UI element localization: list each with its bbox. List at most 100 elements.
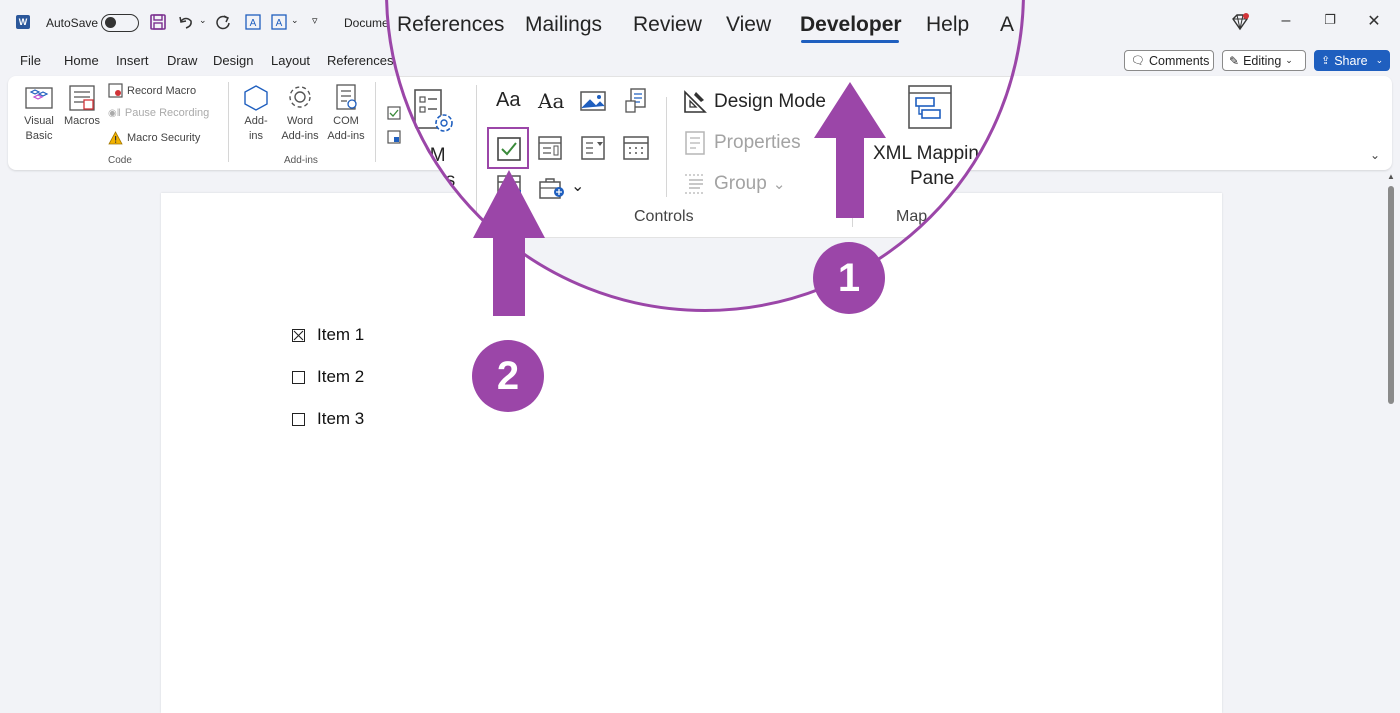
rich-text-control-icon[interactable]: Aa bbox=[496, 89, 521, 111]
step-badge-1: 1 bbox=[813, 242, 885, 314]
tab-help[interactable]: Help bbox=[926, 13, 970, 36]
tab-file[interactable]: File bbox=[20, 53, 41, 68]
com-add-ins-button[interactable]: COM Add-ins bbox=[324, 82, 368, 144]
comment-icon: 🗨 bbox=[1131, 55, 1145, 67]
tab-home[interactable]: Home bbox=[64, 53, 99, 68]
legacy-tools-dropdown-icon[interactable]: ⌄ bbox=[571, 178, 585, 195]
tab-developer[interactable]: Developer bbox=[800, 13, 902, 36]
share-icon: ⇪ bbox=[1321, 55, 1331, 67]
restore-icon[interactable]: ❐ bbox=[1324, 12, 1336, 27]
add-ins-icon bbox=[244, 85, 268, 111]
add-ins-label: Add-ins bbox=[244, 115, 268, 142]
checkbox-unchecked[interactable] bbox=[292, 370, 305, 384]
style-dropdown-icon[interactable]: ⌄ bbox=[291, 15, 299, 25]
ribbon-separator bbox=[476, 85, 477, 225]
undo-icon[interactable] bbox=[178, 14, 194, 30]
list-item: Item 3 bbox=[292, 409, 364, 429]
com-add-ins-icon[interactable] bbox=[411, 87, 457, 139]
ribbon-separator bbox=[666, 97, 667, 197]
share-label: Share bbox=[1334, 53, 1368, 68]
tab-references[interactable]: References bbox=[327, 53, 394, 68]
scroll-thumb[interactable] bbox=[1388, 186, 1394, 404]
macros-label: Macros bbox=[63, 115, 101, 127]
undo-dropdown-icon[interactable]: ⌄ bbox=[199, 15, 207, 25]
save-icon[interactable] bbox=[150, 14, 166, 30]
properties-button: Properties bbox=[684, 130, 801, 156]
redo-icon[interactable] bbox=[215, 14, 231, 30]
magnifier-callout: References Mailings Review View Develope… bbox=[385, 0, 1025, 312]
plain-text-control-icon[interactable]: Aa bbox=[538, 89, 565, 113]
toggle-knob bbox=[105, 17, 116, 28]
close-icon[interactable]: ✕ bbox=[1367, 13, 1381, 30]
chevron-down-icon: ⌄ bbox=[772, 176, 786, 193]
diamond-icon[interactable] bbox=[1230, 13, 1250, 31]
tab-view[interactable]: View bbox=[726, 13, 772, 36]
tab-insert[interactable]: Insert bbox=[116, 53, 149, 68]
drop-down-list-control-icon[interactable] bbox=[580, 135, 606, 161]
item-label: Item 1 bbox=[317, 325, 365, 344]
record-macro-label: Record Macro bbox=[127, 84, 197, 97]
tab-layout[interactable]: Layout bbox=[271, 53, 311, 68]
item-label: Item 2 bbox=[317, 367, 365, 386]
tab-design[interactable]: Design bbox=[213, 53, 254, 68]
comments-button[interactable]: 🗨 Comments bbox=[1124, 50, 1214, 71]
word-add-ins-label: Word Add-ins bbox=[281, 115, 319, 142]
customize-toolbar-icon[interactable]: ▿ bbox=[312, 15, 318, 27]
checkbox-content-control-button[interactable] bbox=[487, 127, 529, 169]
properties-icon bbox=[685, 131, 705, 155]
record-macro-button[interactable]: Record Macro bbox=[108, 83, 196, 98]
add-ins-button[interactable]: Add-ins bbox=[238, 82, 274, 144]
group-label: Group bbox=[714, 173, 767, 194]
ribbon-collapse-icon[interactable]: ⌄ bbox=[1370, 148, 1381, 162]
xml-mapping-label-bottom: Pane bbox=[910, 168, 955, 189]
picture-control-icon[interactable] bbox=[579, 89, 607, 113]
editing-button[interactable]: ✎ Editing ⌄ bbox=[1222, 50, 1306, 71]
visual-basic-button[interactable]: Visual Basic bbox=[18, 82, 60, 144]
checkbox-unchecked[interactable] bbox=[292, 412, 305, 426]
date-picker-control-icon[interactable] bbox=[622, 133, 650, 161]
pause-recording-button: ◉‖ Pause Recording bbox=[108, 107, 209, 119]
xml-mapping-label-top: XML Mappin bbox=[873, 143, 979, 164]
building-block-control-icon[interactable] bbox=[623, 87, 649, 115]
share-button[interactable]: ⇪ Share ⌄ bbox=[1314, 50, 1390, 71]
pause-recording-label: Pause Recording bbox=[124, 107, 210, 119]
autosave-toggle[interactable] bbox=[101, 14, 139, 32]
tab-review[interactable]: Review bbox=[633, 13, 702, 36]
visual-basic-label: Visual Basic bbox=[24, 115, 54, 142]
text-style-icon[interactable]: A bbox=[271, 14, 287, 30]
tab-partial[interactable]: A bbox=[1000, 13, 1015, 36]
list-item: Item 2 bbox=[292, 367, 364, 387]
scroll-up-icon[interactable]: ▲ bbox=[1387, 172, 1395, 181]
text-format-icon[interactable]: A bbox=[245, 14, 261, 30]
tab-mailings[interactable]: Mailings bbox=[525, 13, 603, 36]
xml-mapping-pane-icon[interactable] bbox=[906, 83, 954, 131]
autosave-label: AutoSave bbox=[46, 16, 99, 30]
pause-icon: ◉‖ bbox=[108, 107, 121, 119]
minimize-icon[interactable]: – bbox=[1281, 12, 1291, 29]
tab-references-magnified[interactable]: References bbox=[397, 13, 505, 36]
macro-security-button[interactable]: Macro Security bbox=[108, 131, 200, 145]
visual-basic-icon bbox=[25, 87, 53, 109]
x-mark-icon bbox=[293, 330, 304, 340]
legacy-tools-icon[interactable] bbox=[537, 175, 567, 201]
editing-label: Editing bbox=[1243, 53, 1282, 68]
magnified-tabs: References Mailings Review View Develope… bbox=[385, 0, 1025, 60]
macros-button[interactable]: Macros bbox=[62, 82, 102, 129]
checkbox-checked[interactable] bbox=[292, 328, 305, 342]
vertical-scrollbar[interactable]: ▲ bbox=[1384, 172, 1398, 700]
document-name: Docume bbox=[344, 16, 389, 30]
combo-box-control-icon[interactable] bbox=[537, 135, 563, 161]
design-mode-label: Design Mode bbox=[714, 91, 826, 112]
properties-label: Properties bbox=[714, 132, 801, 153]
design-mode-button[interactable]: Design Mode bbox=[682, 89, 826, 115]
active-tab-underline bbox=[801, 40, 899, 43]
add-ins-group-label: Add-ins bbox=[284, 155, 318, 166]
word-add-ins-button[interactable]: Word Add-ins bbox=[278, 82, 322, 144]
com-add-ins-partial-top: OM bbox=[415, 145, 446, 166]
warning-icon bbox=[108, 131, 123, 145]
design-mode-icon bbox=[684, 90, 707, 113]
macros-icon bbox=[69, 85, 95, 111]
tab-draw[interactable]: Draw bbox=[167, 53, 198, 68]
list-item: Item 1 bbox=[292, 325, 364, 345]
chevron-down-icon: ⌄ bbox=[1375, 55, 1384, 65]
